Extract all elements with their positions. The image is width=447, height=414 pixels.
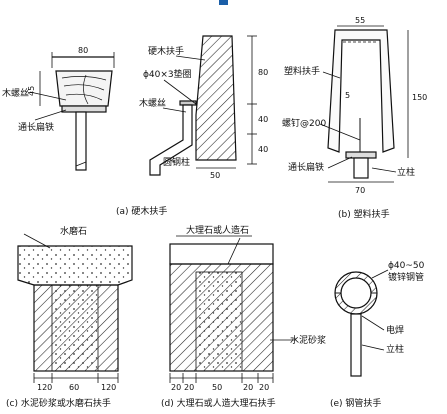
label-a-wood-screw-mid: 木螺丝 (139, 97, 166, 109)
post-b (353, 157, 369, 179)
dim-b-top-width: 55 (355, 16, 365, 25)
label-a-steel-post: 圆钢柱 (163, 156, 190, 168)
flat-iron-a (61, 105, 107, 113)
panel-c-terrazzo (17, 233, 133, 383)
dim-a-top-width: 80 (78, 46, 88, 55)
caption-d: (d) 大理石或人造大理石扶手 (161, 397, 276, 409)
caption-e: (e) 钢管扶手 (330, 397, 381, 409)
panel-d-marble (169, 235, 296, 383)
dim-b-inner-5: 5 (345, 91, 350, 100)
label-e-pipe-type: 镀锌钢管 (388, 271, 424, 283)
caption-a: (a) 硬木扶手 (116, 205, 167, 217)
label-d-marble: 大理石或人造石 (186, 224, 249, 236)
core-d (195, 271, 243, 372)
dim-a-right-40b: 40 (258, 145, 268, 154)
dim-b-bottom-width: 70 (355, 186, 365, 195)
caption-b: (b) 塑料扶手 (338, 208, 390, 220)
dim-c-0: 120 (37, 383, 52, 392)
dim-c-1: 60 (69, 383, 79, 392)
plastic-profile (327, 29, 395, 153)
dim-d-2: 50 (212, 383, 222, 392)
label-b-screw-spacing: 螺钉@200 (282, 118, 326, 129)
dim-b-height: 150 (412, 93, 427, 102)
label-e-post: 立柱 (386, 343, 404, 355)
core-c (51, 284, 99, 372)
label-a-hardwood: 硬木扶手 (148, 45, 184, 57)
dim-a-right-40: 40 (258, 115, 268, 124)
panel-a-hardwood (29, 52, 115, 171)
marble-cap (169, 243, 274, 265)
dim-d-4: 20 (259, 383, 269, 392)
dim-c-2: 120 (101, 383, 116, 392)
label-b-plastic: 塑料扶手 (284, 65, 320, 77)
label-e-pipe-size: ϕ40~50 (388, 261, 425, 271)
label-d-mortar: 水泥砂浆 (290, 334, 326, 346)
label-b-post: 立柱 (397, 166, 415, 178)
hardwood-tall-section (195, 35, 237, 161)
top-accent-bar (219, 0, 228, 5)
label-a-wood-screw-left: 木螺丝 (2, 87, 29, 99)
dim-d-1: 20 (184, 383, 194, 392)
label-b-flat-iron: 通长扁铁 (288, 161, 324, 173)
round-steel-post-a (75, 111, 87, 171)
dim-a-bottom-width: 50 (210, 171, 220, 180)
dim-d-0: 20 (171, 383, 181, 392)
dim-d-3: 20 (243, 383, 253, 392)
caption-c: (c) 水泥砂浆或水磨石扶手 (6, 397, 111, 409)
panel-b-plastic (319, 25, 409, 183)
terrazzo-cap (17, 245, 133, 286)
dim-a-left-height: 45 (27, 86, 36, 96)
label-c-terrazzo: 水磨石 (60, 225, 87, 237)
dim-a-right-80: 80 (258, 68, 268, 77)
label-e-weld: 电焊 (386, 324, 404, 336)
label-a-flat-iron: 通长扁铁 (18, 121, 54, 133)
label-a-washer: ϕ40×3垫圈 (143, 68, 192, 80)
panel-a-side-view (149, 35, 257, 176)
steel-post-side-a (149, 104, 193, 176)
panel-e-steel-pipe (334, 269, 389, 377)
post-e (350, 313, 362, 377)
flat-iron-b (345, 151, 377, 159)
hardwood-section (55, 70, 113, 107)
